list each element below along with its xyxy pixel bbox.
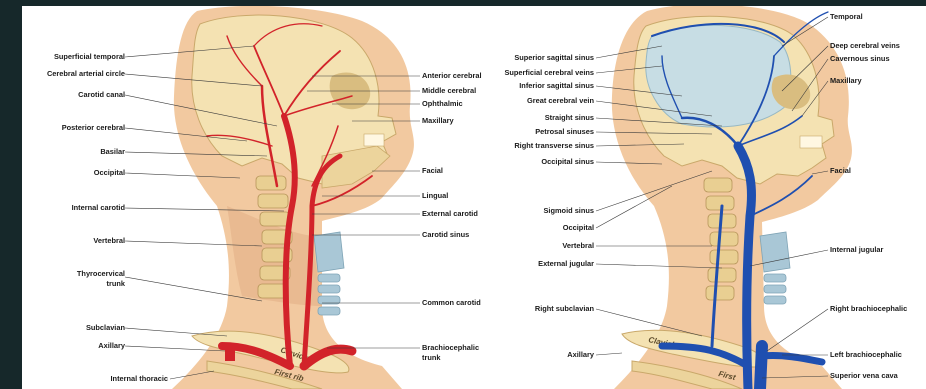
label-lingual: Lingual — [422, 191, 448, 200]
label-cavernous-sinus: Cavernous sinus — [830, 54, 890, 63]
label-carotid-canal: Carotid canal — [78, 90, 125, 99]
label-internal-jugular: Internal jugular — [830, 245, 884, 254]
label-inferior-sagittal-sinus: Inferior sagittal sinus — [519, 81, 594, 90]
label-temporal-vein: Temporal — [830, 12, 863, 21]
arterial-labels-left: Superficial temporal Cerebral arterial c… — [47, 52, 168, 383]
label-superior-sagittal-sinus: Superior sagittal sinus — [514, 53, 594, 62]
label-right-subclavian: Right subclavian — [535, 304, 595, 313]
label-sigmoid-sinus: Sigmoid sinus — [543, 206, 594, 215]
label-maxillary-artery: Maxillary — [422, 116, 455, 125]
label-right-transverse-sinus: Right transverse sinus — [514, 141, 594, 150]
label-vertebral-artery: Vertebral — [93, 236, 125, 245]
label-external-jugular: External jugular — [538, 259, 594, 268]
label-subclavian: Subclavian — [86, 323, 126, 332]
label-right-brachiocephalic: Right brachiocephalic — [830, 304, 907, 313]
label-carotid-sinus: Carotid sinus — [422, 230, 469, 239]
label-facial-vein: Facial — [830, 166, 851, 175]
right-teeth — [800, 136, 822, 148]
label-deep-cerebral-veins: Deep cerebral veins — [830, 41, 900, 50]
axillary-artery-stub — [225, 347, 235, 361]
label-common-carotid: Common carotid — [422, 298, 481, 307]
label-internal-carotid: Internal carotid — [72, 203, 126, 212]
label-axillary-vein: Axillary — [567, 350, 595, 359]
label-brachiocephalic-trunk: trunk — [422, 353, 441, 362]
label-posterior-cerebral: Posterior cerebral — [62, 123, 125, 132]
right-trachea — [760, 232, 790, 304]
label-thyrocervical: Thyrocervical — [77, 269, 125, 278]
anatomy-figure: Clavicle First rib — [22, 6, 926, 389]
label-external-carotid: External carotid — [422, 209, 478, 218]
label-straight-sinus: Straight sinus — [545, 113, 594, 122]
label-brachiocephalic: Brachiocephalic — [422, 343, 479, 352]
right-brain-region — [646, 25, 791, 127]
label-left-brachiocephalic: Left brachiocephalic — [830, 350, 902, 359]
arterial-panel: Clavicle First rib — [47, 6, 482, 389]
label-superior-vena-cava: Superior vena cava — [830, 371, 899, 380]
label-axillary-artery: Axillary — [98, 341, 126, 350]
left-teeth — [364, 134, 384, 146]
label-cerebral-arterial-circle: Cerebral arterial circle — [47, 69, 125, 78]
label-middle-cerebral: Middle cerebral — [422, 86, 476, 95]
label-internal-thoracic: Internal thoracic — [111, 374, 169, 383]
label-maxillary-vein: Maxillary — [830, 76, 863, 85]
label-thyrocervical-trunk: trunk — [107, 279, 126, 288]
label-superficial-cerebral-veins: Superficial cerebral veins — [504, 68, 594, 77]
label-superficial-temporal: Superficial temporal — [54, 52, 125, 61]
label-petrosal-sinuses: Petrosal sinuses — [535, 127, 594, 136]
label-occipital-sinus: Occipital sinus — [541, 157, 594, 166]
label-occipital-artery: Occipital — [94, 168, 125, 177]
label-occipital-vein: Occipital — [563, 223, 594, 232]
venous-panel: Clavicle First — [504, 6, 907, 389]
label-anterior-cerebral: Anterior cerebral — [422, 71, 482, 80]
label-basilar: Basilar — [100, 147, 125, 156]
label-vertebral-vein: Vertebral — [562, 241, 594, 250]
label-great-cerebral-vein: Great cerebral vein — [527, 96, 594, 105]
arterial-labels-right: Anterior cerebral Middle cerebral Ophtha… — [422, 71, 482, 362]
label-ophthalmic: Ophthalmic — [422, 99, 463, 108]
venous-labels-left: Superior sagittal sinus Superficial cere… — [504, 53, 594, 359]
label-facial-artery: Facial — [422, 166, 443, 175]
anatomy-illustration: Clavicle First rib — [22, 6, 926, 389]
